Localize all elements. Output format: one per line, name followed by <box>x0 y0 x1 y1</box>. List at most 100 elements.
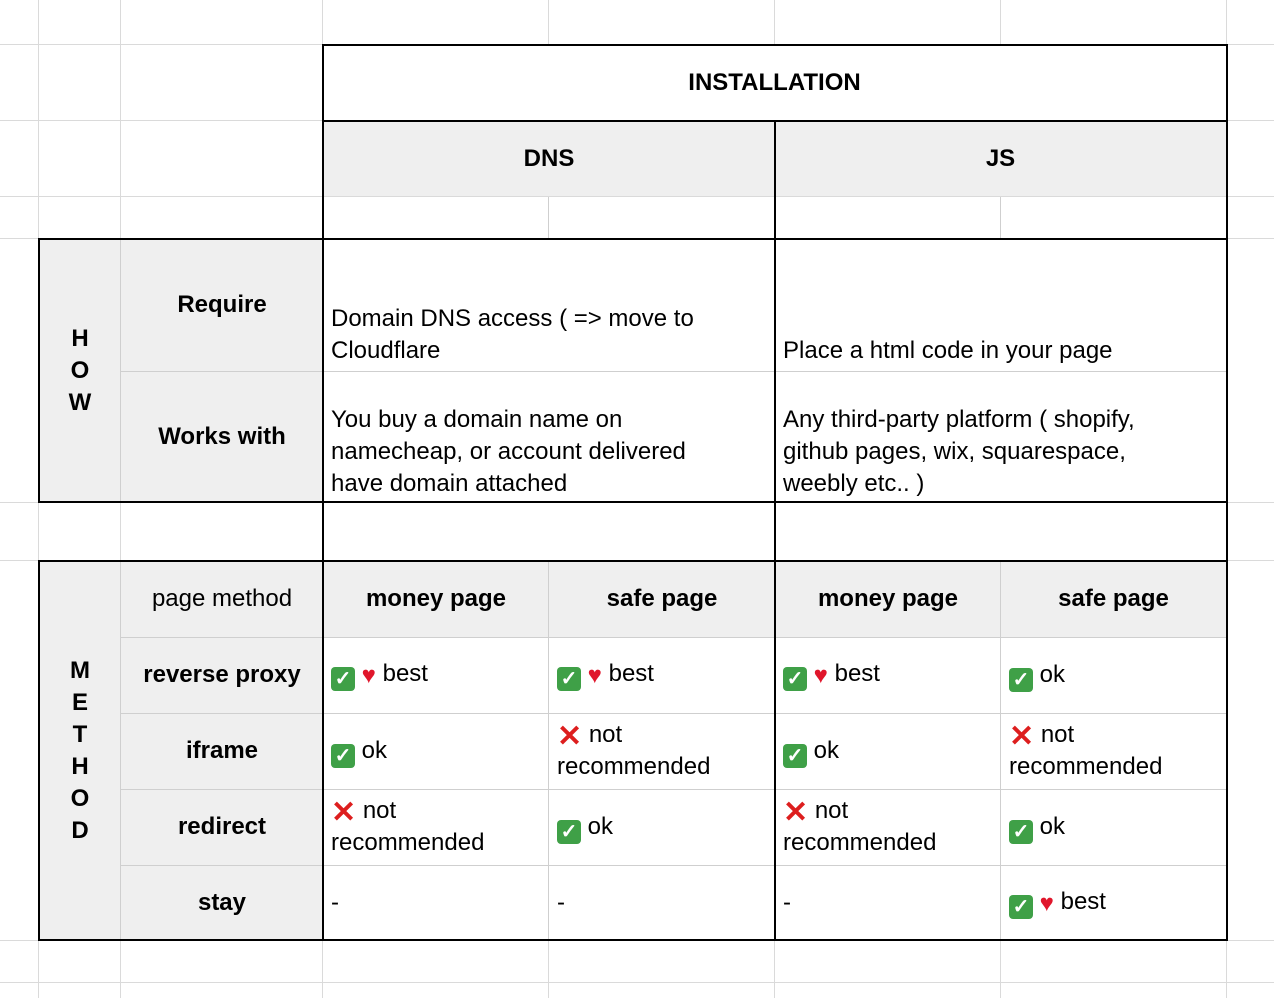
method-header-label: money page <box>817 585 959 612</box>
installation-title: INSTALLATION <box>688 69 861 96</box>
check-icon: ✓ <box>1009 819 1033 844</box>
method-value-cell: - <box>775 865 1001 940</box>
method-row-label: reverse proxy <box>143 661 301 688</box>
method-value-text: ok <box>587 812 614 840</box>
method-value: ✓ ♥ best <box>1009 886 1106 920</box>
method-value-text: best <box>608 660 654 687</box>
method-row-label-cell: redirect <box>121 789 323 865</box>
border <box>38 501 1228 503</box>
method-value-text: ok <box>1039 660 1066 688</box>
border <box>38 238 1228 240</box>
check-icon: ✓ <box>331 667 355 691</box>
method-value-cell: ✕ not recommended <box>323 789 549 865</box>
method-header-label: safe page <box>606 585 718 612</box>
check-icon: ✓ <box>783 743 807 768</box>
row-divider <box>121 713 1226 714</box>
method-header-label: safe page <box>1058 585 1169 612</box>
method-value-cell: ✓ ok <box>549 789 775 865</box>
heart-icon: ♥ <box>361 662 376 689</box>
method-value: - <box>557 887 565 919</box>
method-value-cell: ✓ ♥ best <box>549 637 775 713</box>
method-row-label: iframe <box>185 737 259 764</box>
method-header: money page <box>775 561 1001 637</box>
method-row-label-cell: reverse proxy <box>121 637 323 713</box>
dns-works-with-text: You buy a domain name on namecheap, or a… <box>331 406 686 497</box>
method-value-cell: ✕ not recommended <box>775 789 1001 865</box>
method-header-label: money page <box>365 585 507 612</box>
cross-icon: ✕ <box>783 796 809 829</box>
method-value: ✓ ok <box>783 735 839 768</box>
method-value-text: ok <box>1039 812 1066 840</box>
works-with-label: Works with <box>158 422 286 450</box>
works-with-label-cell: Works with <box>121 371 323 502</box>
js-works-with-text: Any third-party platform ( shopify, gith… <box>783 406 1135 497</box>
method-value: ✓ ♥ best <box>331 658 428 692</box>
method-row-label: redirect <box>177 813 267 840</box>
cell-divider <box>548 197 549 238</box>
border <box>38 939 1228 941</box>
row-divider <box>121 789 1226 790</box>
dns-header-label: DNS <box>523 144 575 172</box>
gridline <box>0 982 1274 983</box>
method-value: ✕ not recommended <box>1009 719 1222 783</box>
how-label-cell: H O W <box>39 239 121 502</box>
border <box>322 44 324 941</box>
method-value: ✓ ok <box>1009 659 1065 692</box>
check-icon: ✓ <box>331 743 355 768</box>
method-value: ✓ ♥ best <box>783 658 880 692</box>
dns-require-text: Domain DNS access ( => move to Cloudflar… <box>331 305 694 364</box>
row-divider <box>121 865 1226 866</box>
method-header: safe page <box>1001 561 1226 637</box>
row-divider <box>121 371 1226 372</box>
method-value-text: - <box>783 888 791 916</box>
border <box>774 120 776 941</box>
method-value-cell: ✓ ok <box>1001 789 1226 865</box>
js-header: JS <box>775 121 1226 196</box>
method-header: money page <box>323 561 549 637</box>
page-method-label: page method <box>151 585 293 612</box>
method-value-text: not recommended <box>783 797 937 856</box>
border <box>38 560 40 941</box>
method-value-text: best <box>382 660 428 687</box>
method-value-text: - <box>331 888 339 916</box>
method-value: - <box>783 887 791 919</box>
page-method-label-cell: page method <box>121 561 323 637</box>
method-value-text: not recommended <box>557 721 711 780</box>
cell-divider <box>120 561 121 940</box>
border <box>38 560 1228 562</box>
check-icon: ✓ <box>557 819 581 844</box>
method-value: ✕ not recommended <box>331 795 545 859</box>
cell-divider <box>120 239 121 502</box>
method-value: ✕ not recommended <box>783 795 997 859</box>
method-row-label-cell: iframe <box>121 713 323 789</box>
dns-works-with-cell: You buy a domain name on namecheap, or a… <box>323 371 775 502</box>
method-value-cell: ✓ ok <box>323 713 549 789</box>
method-value-text: ok <box>813 736 840 764</box>
border <box>1226 44 1228 941</box>
check-icon: ✓ <box>1009 894 1033 919</box>
method-value-cell: - <box>323 865 549 940</box>
border <box>38 238 40 503</box>
gridline <box>0 196 1274 197</box>
method-label: M E T H O D <box>70 656 90 844</box>
method-row-label: stay <box>197 888 247 916</box>
js-require-cell: Place a html code in your page <box>775 239 1226 371</box>
method-value-cell: ✓ ok <box>1001 637 1226 713</box>
method-value-text: best <box>834 660 880 687</box>
cell-divider <box>1000 197 1001 238</box>
method-value-cell: ✓ ♥ best <box>323 637 549 713</box>
method-value-cell: ✓ ♥ best <box>1001 865 1226 940</box>
dns-require-cell: Domain DNS access ( => move to Cloudflar… <box>323 239 775 371</box>
installation-header: INSTALLATION <box>323 45 1226 121</box>
method-value-text: - <box>557 888 565 916</box>
method-value-cell: ✓ ok <box>775 713 1001 789</box>
method-value: ✓ ♥ best <box>557 658 654 692</box>
how-label: H O W <box>68 324 92 416</box>
method-value-text: not recommended <box>1009 721 1163 780</box>
check-icon: ✓ <box>557 667 581 691</box>
method-value: ✕ not recommended <box>557 719 771 783</box>
method-value-cell: ✓ ♥ best <box>775 637 1001 713</box>
js-works-with-cell: Any third-party platform ( shopify, gith… <box>775 371 1226 502</box>
cell-divider <box>548 561 549 940</box>
